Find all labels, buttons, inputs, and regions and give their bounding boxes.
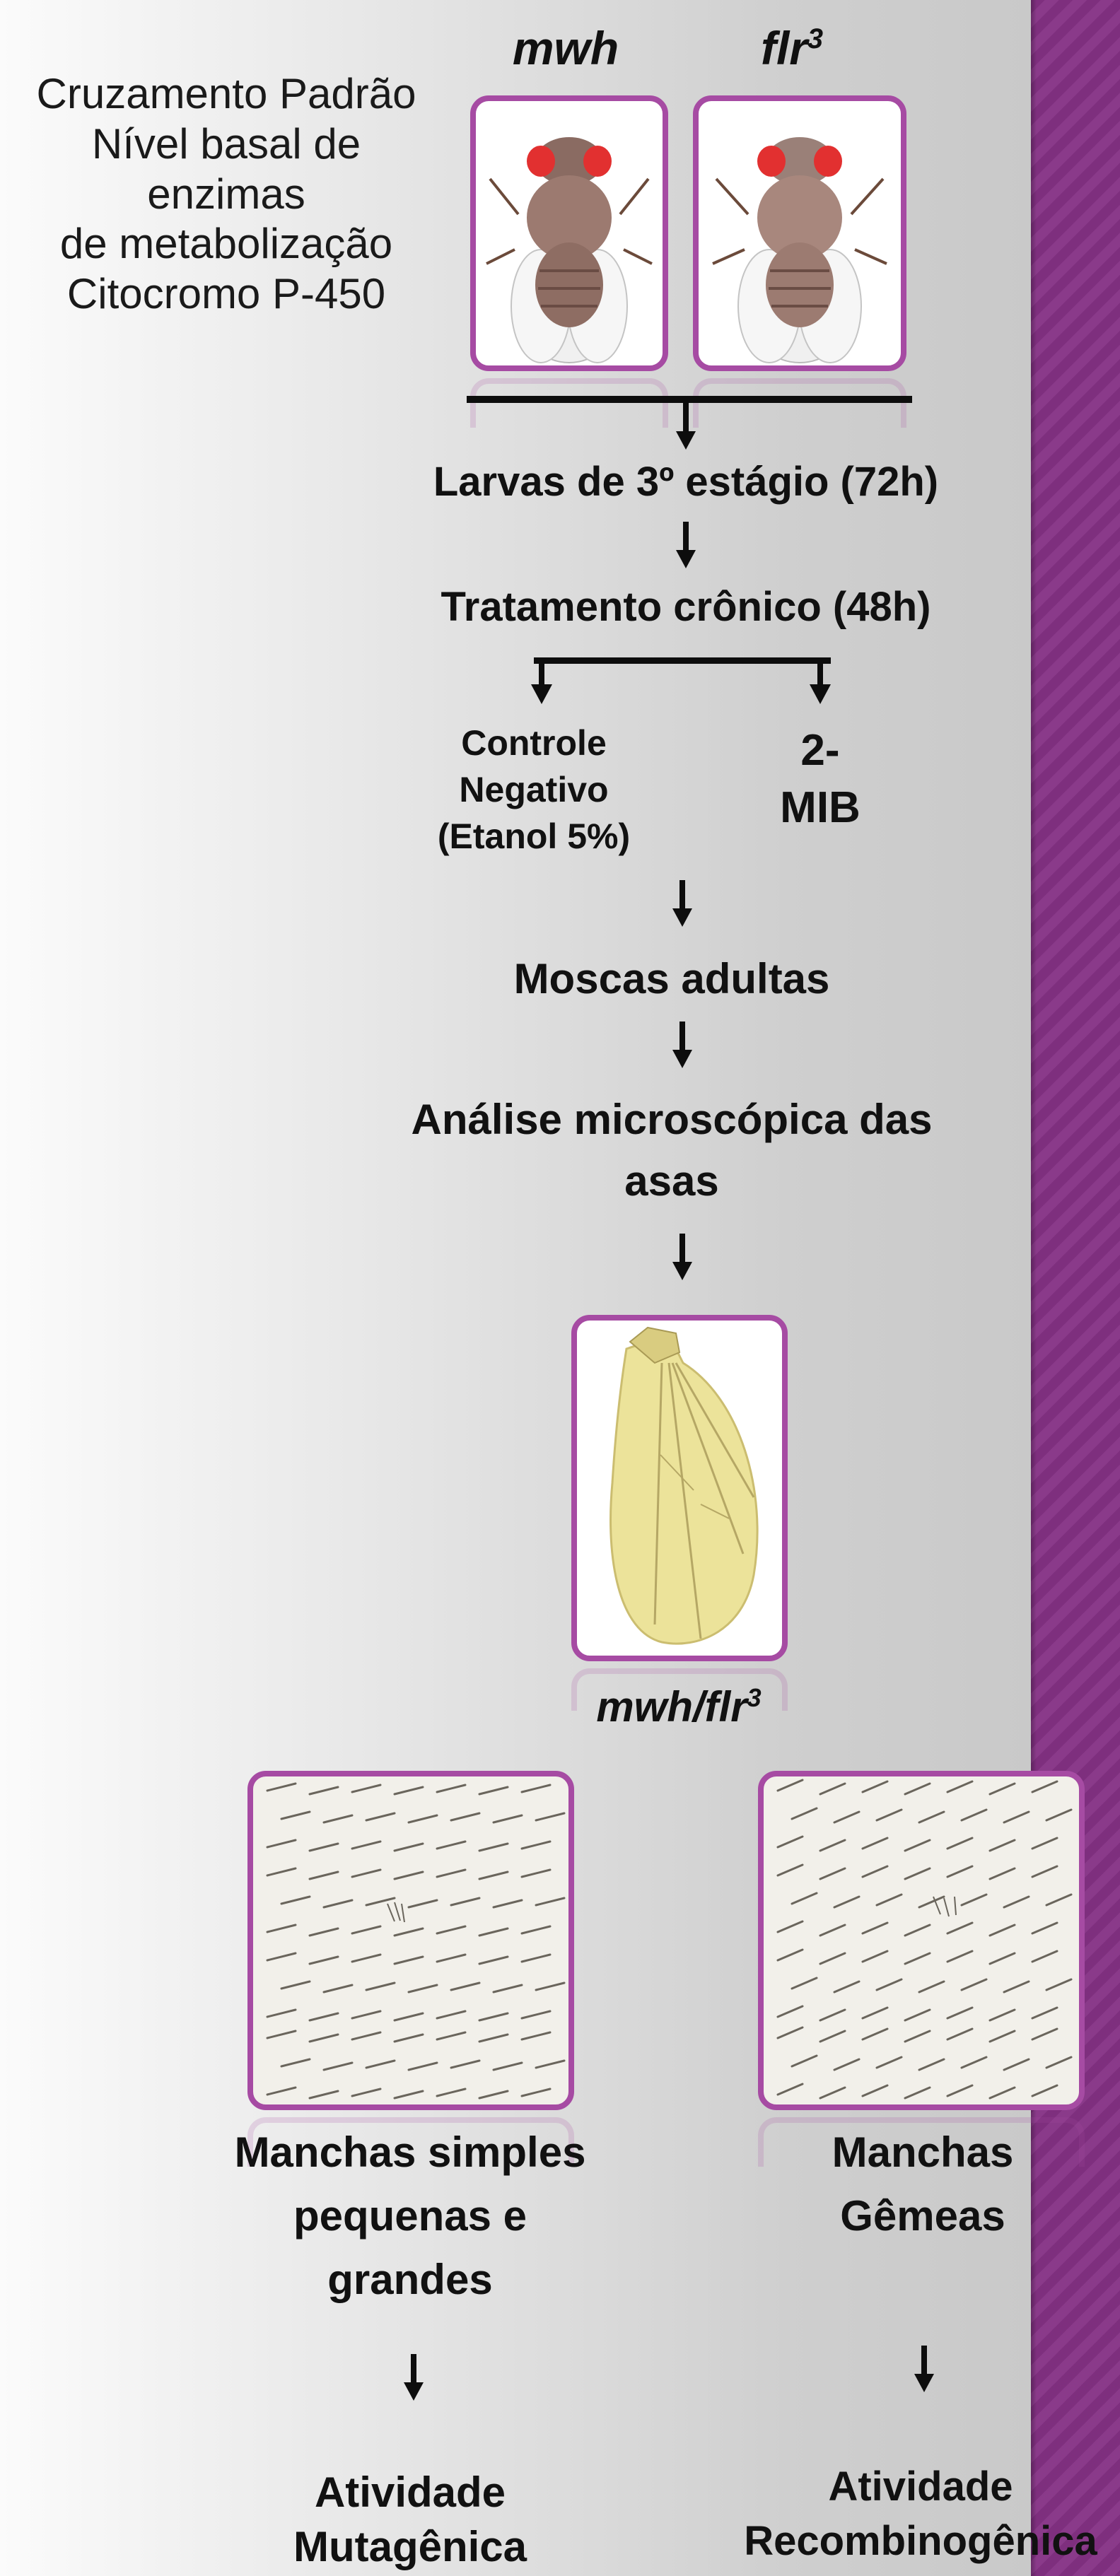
single-spots-line-1: Manchas simples — [205, 2121, 615, 2184]
arrow-down-icon — [668, 1021, 696, 1071]
recombinogenic-line-1: Atividade — [721, 2460, 1120, 2514]
single-spots-frame — [247, 1771, 574, 2110]
analysis-line-2: asas — [375, 1150, 969, 1212]
flr3-fly-reflection — [693, 378, 906, 428]
parent-right-label-text: flr — [761, 22, 807, 74]
arrow-down-icon — [672, 403, 700, 452]
wing-label: mwh/flr3 — [537, 1682, 820, 1733]
wing-image — [577, 1321, 782, 1656]
cross-title-line-2: Nível basal de — [0, 119, 453, 170]
branch-connector — [520, 657, 838, 714]
mutagenic-line-2: Mutagênica — [233, 2520, 587, 2575]
control-line-2: Negativo — [403, 766, 665, 813]
cross-title-line-5: Citocromo P-450 — [0, 269, 453, 320]
single-spots-label: Manchas simples pequenas e grandes — [205, 2121, 615, 2312]
wing-label-text: mwh/flr — [596, 1683, 747, 1731]
mutagenic-line-1: Atividade — [233, 2466, 587, 2520]
flr3-fly-frame — [693, 95, 906, 371]
cross-title-line-4: de metabolização — [0, 219, 453, 269]
arrow-down-icon — [668, 880, 696, 930]
cross-title-line-3: enzimas — [0, 170, 453, 220]
treatment-step: Tratamento crônico (48h) — [396, 583, 976, 631]
wing-label-sup: 3 — [747, 1683, 762, 1712]
recombinogenic-activity: Atividade Recombinogênica — [721, 2460, 1120, 2568]
single-spots-line-2: pequenas e — [205, 2184, 615, 2248]
recombinogenic-line-2: Recombinogênica — [721, 2514, 1120, 2569]
twin-spots-image — [764, 1776, 1079, 2104]
parent-right-label: flr3 — [700, 21, 884, 76]
arrow-down-icon — [399, 2354, 428, 2404]
compound-group: 2- MIB — [749, 722, 891, 836]
parent-right-label-sup: 3 — [807, 23, 823, 54]
mwh-fly-reflection — [470, 378, 668, 428]
adults-step: Moscas adultas — [424, 954, 919, 1005]
wing-frame — [571, 1315, 788, 1661]
control-group: Controle Negativo (Etanol 5%) — [403, 720, 665, 860]
cross-line — [467, 396, 912, 403]
twin-spots-line-2: Gêmeas — [781, 2184, 1064, 2248]
arrow-down-icon — [668, 1234, 696, 1283]
twin-spots-frame — [758, 1771, 1085, 2110]
cross-title: Cruzamento Padrão Nível basal de enzimas… — [0, 69, 453, 320]
analysis-step: Análise microscópica das asas — [375, 1089, 969, 1212]
mutagenic-activity: Atividade Mutagênica — [233, 2466, 587, 2575]
flr3-fly-image — [699, 101, 901, 365]
control-line-1: Controle — [403, 720, 665, 766]
compound-line-2: MIB — [749, 780, 891, 837]
analysis-line-1: Análise microscópica das — [375, 1089, 969, 1150]
single-spots-image — [253, 1776, 568, 2104]
larvae-step: Larvas de 3º estágio (72h) — [396, 458, 976, 506]
twin-spots-label: Manchas Gêmeas — [781, 2121, 1064, 2248]
arrow-down-icon — [672, 522, 700, 571]
compound-line-1: 2- — [749, 722, 891, 780]
control-line-3: (Etanol 5%) — [403, 813, 665, 860]
parent-left-label: mwh — [474, 21, 658, 76]
mwh-fly-frame — [470, 95, 668, 371]
single-spots-line-3: grandes — [205, 2248, 615, 2312]
twin-spots-line-1: Manchas — [781, 2121, 1064, 2184]
arrow-down-icon — [910, 2346, 938, 2395]
cross-title-line-1: Cruzamento Padrão — [0, 69, 453, 119]
mwh-fly-image — [476, 101, 663, 365]
